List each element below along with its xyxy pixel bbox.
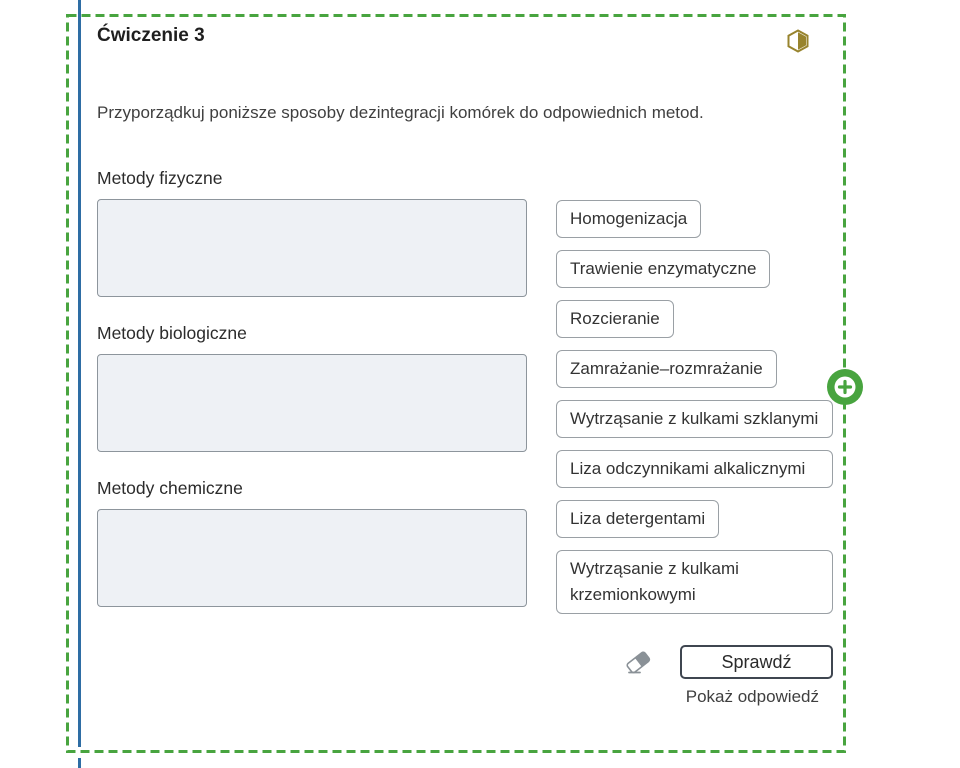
answer-chip[interactable]: Zamrażanie–rozmrażanie	[556, 350, 777, 388]
groups-column: Metody fizyczne Metody biologiczne Metod…	[97, 167, 527, 614]
group-label-metody-fizyczne: Metody fizyczne	[97, 168, 223, 188]
group-metody-fizyczne: Metody fizyczne	[97, 167, 527, 297]
group-metody-chemiczne: Metody chemiczne	[97, 477, 527, 607]
group-metody-biologiczne: Metody biologiczne	[97, 322, 527, 452]
answer-chip[interactable]: Wytrząsanie z kulkami krzemionkowymi	[556, 550, 833, 614]
answer-chip[interactable]: Trawienie enzymatyczne	[556, 250, 771, 288]
matching-area: Metody fizyczne Metody biologiczne Metod…	[97, 167, 833, 614]
eraser-icon	[624, 651, 652, 678]
dropzone-metody-fizyczne[interactable]	[97, 199, 527, 297]
dropzone-metody-chemiczne[interactable]	[97, 509, 527, 607]
exercise-block: Ćwiczenie 3 Przyporządkuj poniższe sposo…	[97, 24, 833, 707]
add-block-button[interactable]	[826, 368, 864, 406]
check-button[interactable]: Sprawdź	[680, 645, 833, 679]
difficulty-hexagon-icon	[787, 29, 809, 58]
answer-chip[interactable]: Homogenizacja	[556, 200, 702, 238]
show-answer-link[interactable]: Pokaż odpowiedź	[685, 687, 819, 706]
answer-chip[interactable]: Wytrząsanie z kulkami szklanymi	[556, 400, 833, 438]
group-label-metody-biologiczne: Metody biologiczne	[97, 323, 247, 343]
section-accent-line	[78, 0, 81, 747]
answers-column: Homogenizacja Trawienie enzymatyczne Roz…	[556, 200, 833, 614]
answer-chip[interactable]: Liza odczynnikami alkalicznymi	[556, 450, 833, 488]
plus-circle-icon	[826, 369, 864, 410]
reset-button[interactable]	[624, 649, 652, 675]
answer-chip[interactable]: Rozcieranie	[556, 300, 674, 338]
section-accent-line-stub	[78, 758, 81, 768]
group-label-metody-chemiczne: Metody chemiczne	[97, 478, 243, 498]
exercise-footer: Sprawdź	[97, 645, 833, 679]
exercise-header: Ćwiczenie 3	[97, 24, 833, 58]
answer-chip[interactable]: Liza detergentami	[556, 500, 720, 538]
dropzone-metody-biologiczne[interactable]	[97, 354, 527, 452]
exercise-instruction: Przyporządkuj poniższe sposoby dezintegr…	[97, 103, 704, 122]
exercise-title: Ćwiczenie 3	[97, 25, 205, 46]
